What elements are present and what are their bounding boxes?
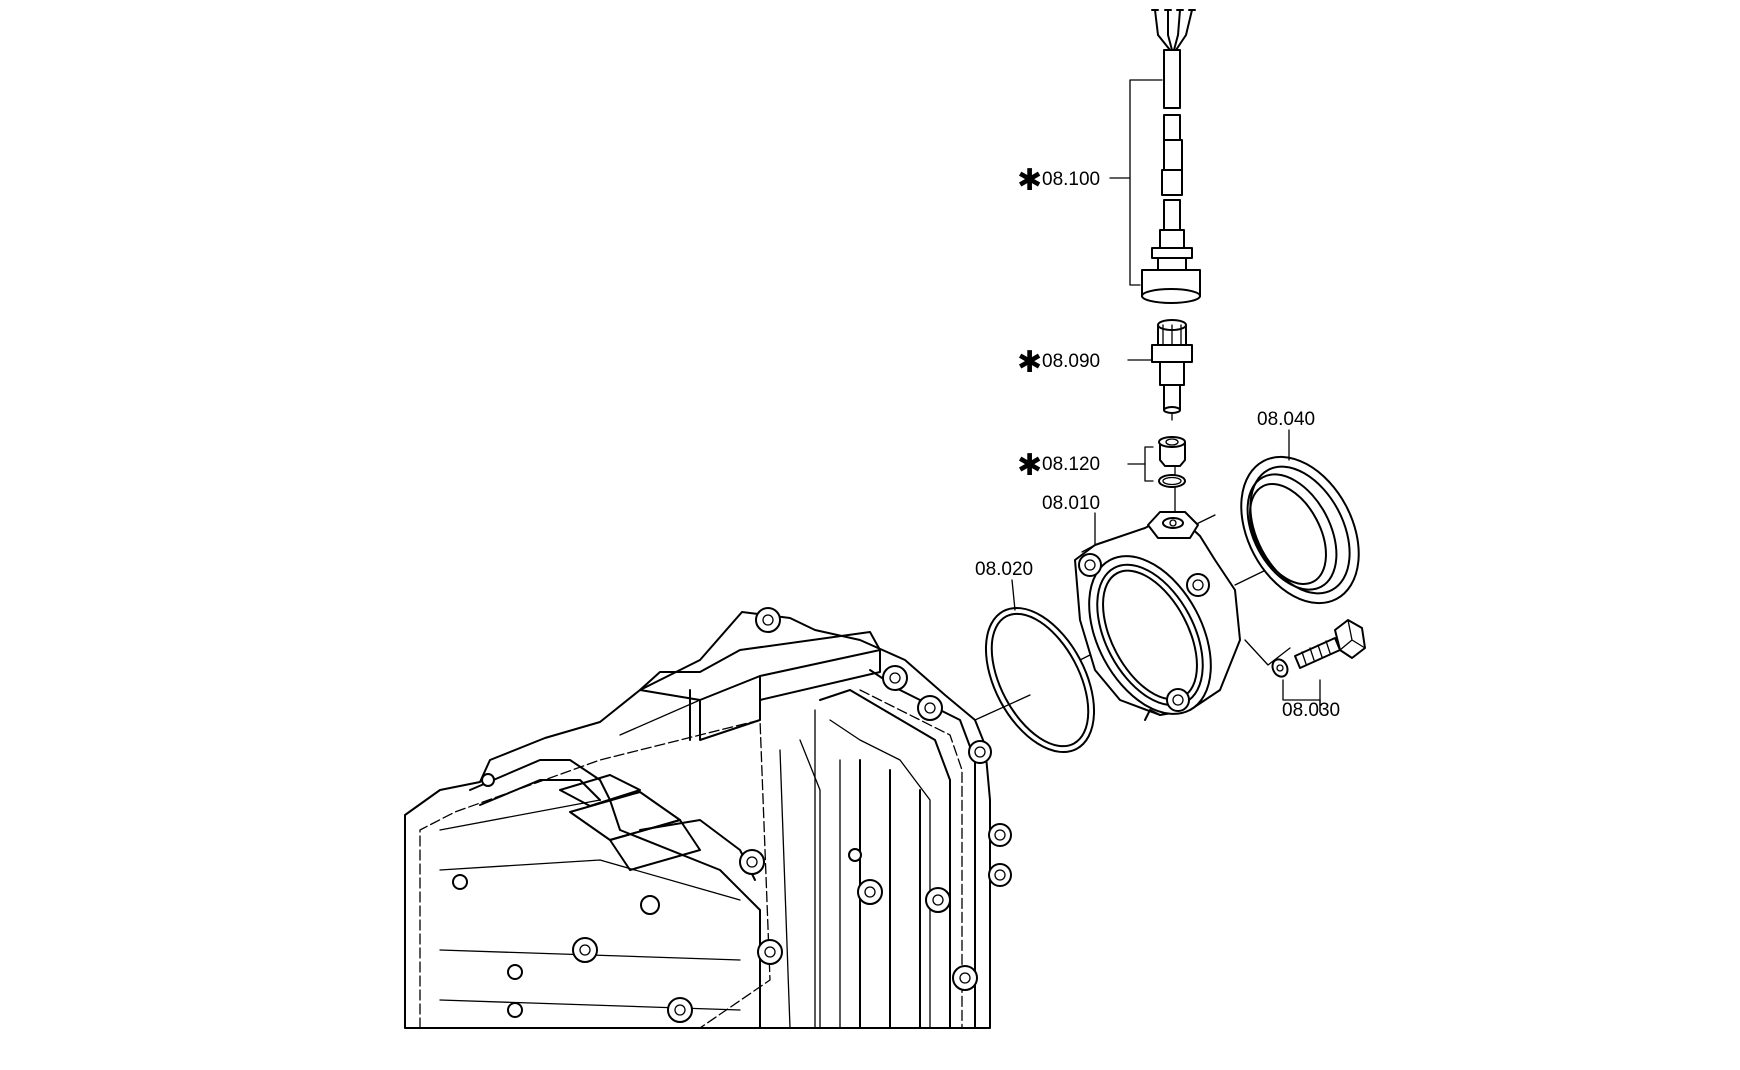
transmission-housing [404, 611, 991, 1029]
part-labels: ✱ 08.100 ✱ 08.090 ✱ 08.120 08.040 08.010… [975, 163, 1340, 721]
leader-lines [1011, 429, 1321, 713]
housing-bolt-bosses [452, 607, 1012, 1023]
label-08020: 08.020 [975, 559, 1033, 580]
cover-housing-08010 [1074, 511, 1241, 721]
label-08030: 08.030 [1282, 700, 1340, 721]
shaft-seal-08040 [1240, 455, 1360, 605]
label-08010: 08.010 [1042, 493, 1100, 514]
label-08090: 08.090 [1042, 351, 1100, 372]
label-08040: 08.040 [1257, 409, 1315, 430]
o-ring-08020 [984, 606, 1096, 754]
screw-plug-08120 [1127, 436, 1186, 488]
label-08100: 08.100 [1042, 169, 1100, 190]
speed-sensor-08090 [1127, 319, 1193, 414]
star-08090: ✱ [1017, 345, 1042, 380]
star-08120: ✱ [1017, 448, 1042, 483]
cable-harness-08100 [1109, 9, 1201, 304]
label-08120: 08.120 [1042, 454, 1100, 475]
bolt-and-washer-08030 [1271, 619, 1366, 713]
star-08100: ✱ [1017, 163, 1042, 198]
